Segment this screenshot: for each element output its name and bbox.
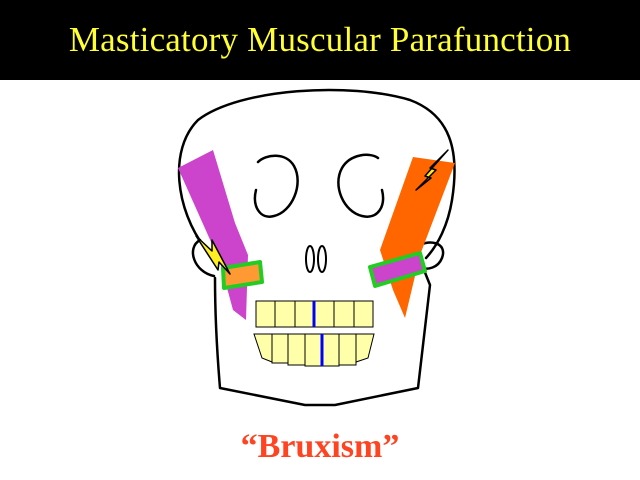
slide-title: Masticatory Muscular Parafunction — [68, 20, 572, 59]
nose-right-opening — [317, 245, 327, 273]
title-bar: Masticatory Muscular Parafunction — [0, 0, 640, 80]
left-cheek-outline — [191, 238, 216, 278]
lower-teeth — [253, 333, 375, 367]
skull-diagram — [177, 88, 456, 407]
right-eye-socket — [337, 153, 385, 218]
left-masseter-muscle — [178, 150, 248, 320]
mandible-outline — [213, 268, 432, 407]
right-ear-outline — [412, 241, 445, 270]
left-eye-socket — [253, 154, 299, 218]
right-pain-bolt-icon — [415, 149, 449, 191]
left-joint-disc — [221, 260, 264, 290]
slide-caption: “Bruxism” — [240, 428, 400, 465]
right-masseter-muscle — [380, 157, 455, 318]
upper-teeth — [255, 300, 374, 328]
left-pain-bolt-icon — [195, 235, 231, 275]
cranium-outline — [177, 88, 456, 260]
nose-left-opening — [305, 245, 315, 273]
right-joint-disc — [368, 251, 427, 288]
